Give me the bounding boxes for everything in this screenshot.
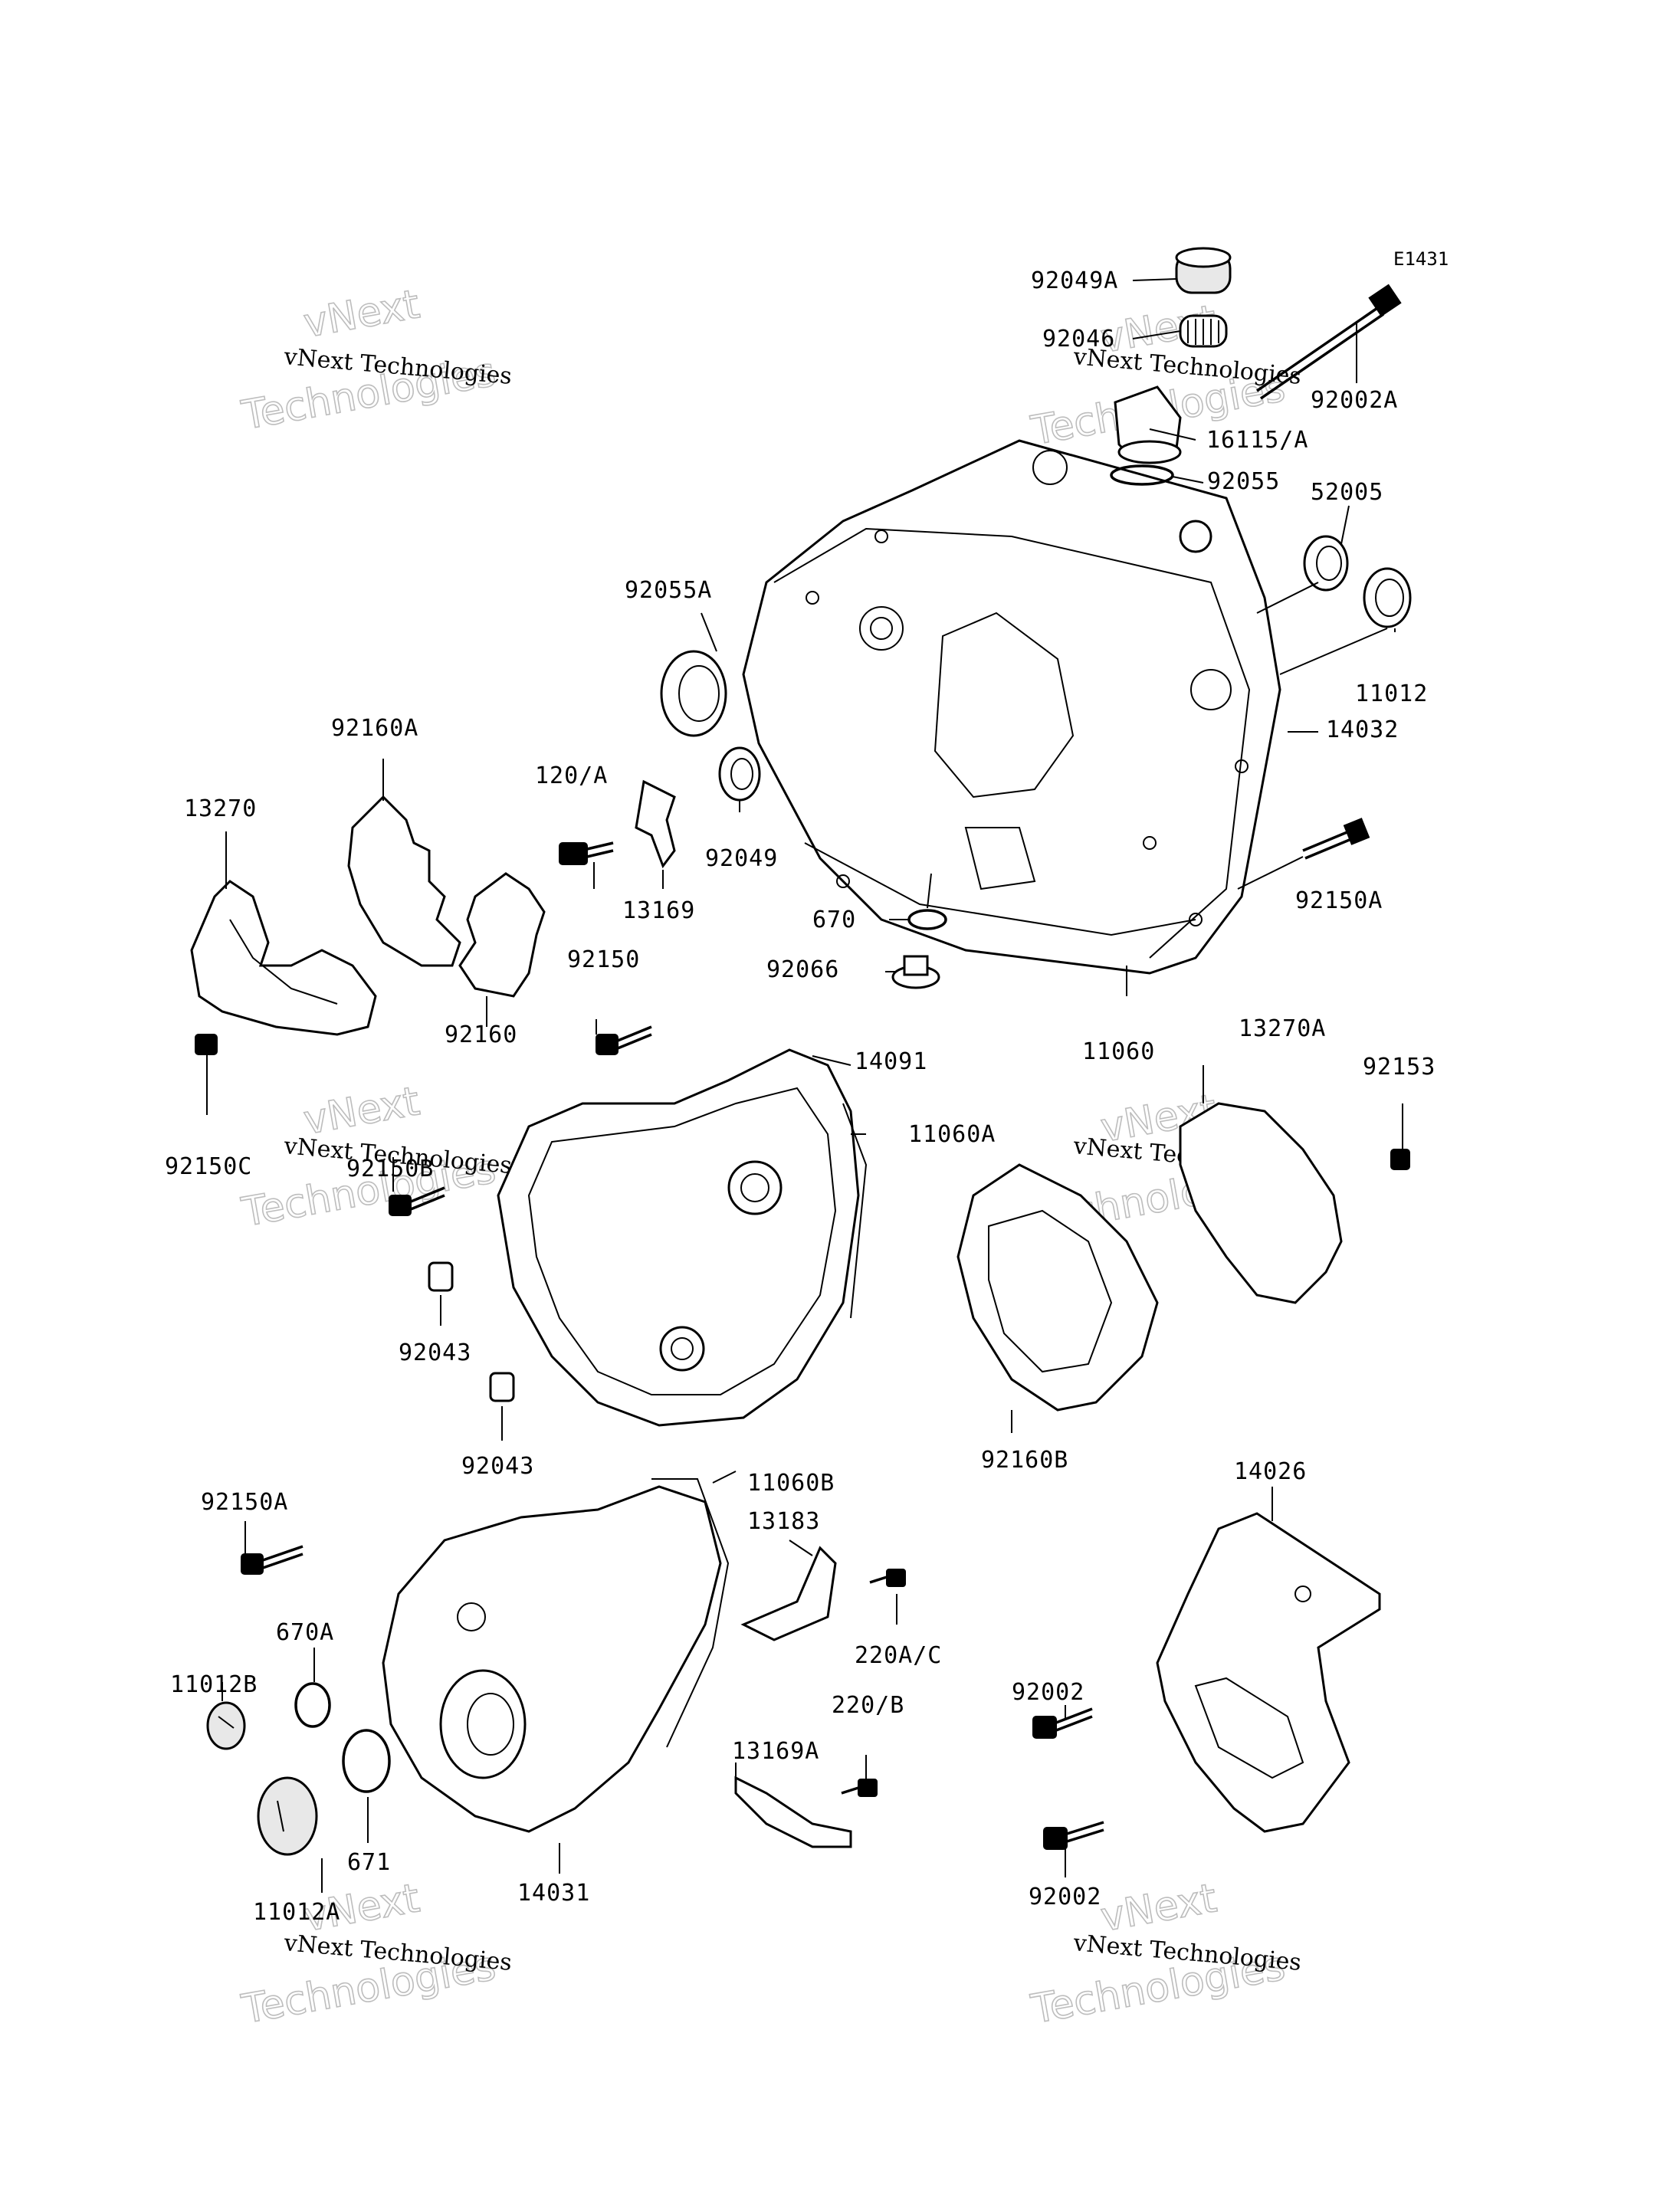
cover-14026: [1156, 1512, 1381, 1833]
label-13270: 13270: [184, 795, 257, 822]
label-92160A: 92160A: [331, 715, 418, 742]
shoe-assembly-92160B: [956, 1163, 1159, 1412]
bracket-13169A: [734, 1776, 852, 1848]
label-92043-upper: 92043: [399, 1340, 471, 1366]
label-670A: 670A: [276, 1619, 334, 1646]
label-92150A-lower: 92150A: [201, 1489, 288, 1516]
label-92150A-upper: 92150A: [1295, 887, 1383, 914]
bolt-92002-upper: [1032, 1707, 1093, 1739]
svg-text:vNext: vNext: [1098, 1875, 1220, 1940]
label-120A: 120/A: [535, 762, 608, 789]
label-92049A: 92049A: [1031, 267, 1118, 294]
shoe-92160: [458, 872, 546, 998]
label-92153: 92153: [1363, 1054, 1436, 1080]
label-92055A: 92055A: [625, 577, 712, 604]
label-92160B: 92160B: [981, 1447, 1068, 1474]
label-92066: 92066: [766, 956, 839, 983]
part-labels: 92049A 92046 92002A 16115/A 92055 52005 …: [165, 267, 1436, 1926]
label-11012: 11012: [1355, 680, 1428, 707]
ring-11012: [1363, 567, 1412, 628]
dowel-92043-upper: [428, 1261, 454, 1292]
bolt-220B: [841, 1779, 878, 1797]
plate-13270A: [1179, 1102, 1343, 1304]
label-11060A: 11060A: [908, 1121, 996, 1148]
seal-52005: [1303, 535, 1349, 592]
bushing-92049: [718, 746, 761, 802]
label-11012A: 11012A: [253, 1899, 340, 1926]
label-14031: 14031: [517, 1880, 590, 1907]
label-92160: 92160: [445, 1021, 517, 1048]
o-ring-92055: [1110, 464, 1174, 486]
bolt-92002-lower: [1043, 1821, 1104, 1850]
cover-14031: [382, 1485, 722, 1833]
cover-14091: [497, 1048, 860, 1427]
label-92043-lower: 92043: [461, 1453, 534, 1480]
label-13183: 13183: [747, 1508, 820, 1535]
label-11012B: 11012B: [170, 1671, 258, 1698]
label-92150C: 92150C: [165, 1153, 252, 1180]
label-13169A: 13169A: [732, 1738, 819, 1765]
label-14026: 14026: [1234, 1458, 1307, 1485]
o-ring-670A: [294, 1682, 331, 1728]
bolt-92150A-lower: [241, 1545, 304, 1575]
label-92150: 92150: [567, 946, 640, 973]
label-220B: 220/B: [832, 1692, 904, 1719]
crankcase-cover-14032: [742, 439, 1281, 975]
label-13270A: 13270A: [1239, 1015, 1326, 1042]
shoe-92160A: [347, 795, 461, 967]
svg-text:vNext: vNext: [300, 281, 423, 346]
cap-11012A: [257, 1776, 318, 1856]
bushing-92049A: [1175, 247, 1232, 294]
bracket-13183: [740, 1546, 837, 1641]
label-92049: 92049: [705, 845, 778, 872]
label-16115A: 16115/A: [1206, 427, 1308, 454]
bolt-120A: [559, 841, 614, 865]
label-92150B: 92150B: [346, 1156, 434, 1182]
dowel-92043-lower: [489, 1372, 515, 1402]
leader-lines: [206, 278, 1403, 1893]
needle-bearing-92046: [1179, 314, 1228, 348]
label-671: 671: [347, 1849, 391, 1876]
gasket-11060B: [651, 1478, 730, 1748]
label-11060: 11060: [1082, 1038, 1155, 1065]
bracket-13169: [635, 779, 676, 869]
cap-11012B: [206, 1701, 246, 1750]
label-14091: 14091: [855, 1048, 927, 1075]
o-ring-671: [342, 1729, 391, 1793]
diagram-code: E1431: [1393, 248, 1449, 270]
label-13169: 13169: [622, 897, 695, 924]
watermark-top-left: vNext Technologies vNext Technologies: [238, 281, 513, 440]
label-11060B: 11060B: [747, 1470, 835, 1497]
plate-13270: [190, 880, 377, 1036]
filler-plug-16115A: [1114, 385, 1182, 464]
label-14032: 14032: [1326, 716, 1399, 743]
label-220AC: 220A/C: [855, 1642, 942, 1669]
label-92055: 92055: [1207, 468, 1280, 495]
seal-92055A: [660, 650, 727, 737]
label-92002-upper: 92002: [1012, 1679, 1084, 1706]
bolt-92150A-upper: [1302, 818, 1370, 860]
bolt-92002A: [1256, 284, 1402, 400]
label-92002A: 92002A: [1311, 387, 1398, 414]
label-670: 670: [812, 907, 856, 933]
plug-92066: [891, 955, 940, 989]
bolt-92153: [1390, 1149, 1410, 1170]
bolt-92150B: [389, 1186, 445, 1216]
label-92046: 92046: [1042, 326, 1115, 353]
bolt-92150: [596, 1025, 652, 1055]
bolt-220AC: [869, 1569, 906, 1587]
svg-text:vNext: vNext: [300, 1078, 423, 1143]
label-52005: 52005: [1311, 479, 1383, 506]
label-92002-lower: 92002: [1029, 1884, 1101, 1910]
